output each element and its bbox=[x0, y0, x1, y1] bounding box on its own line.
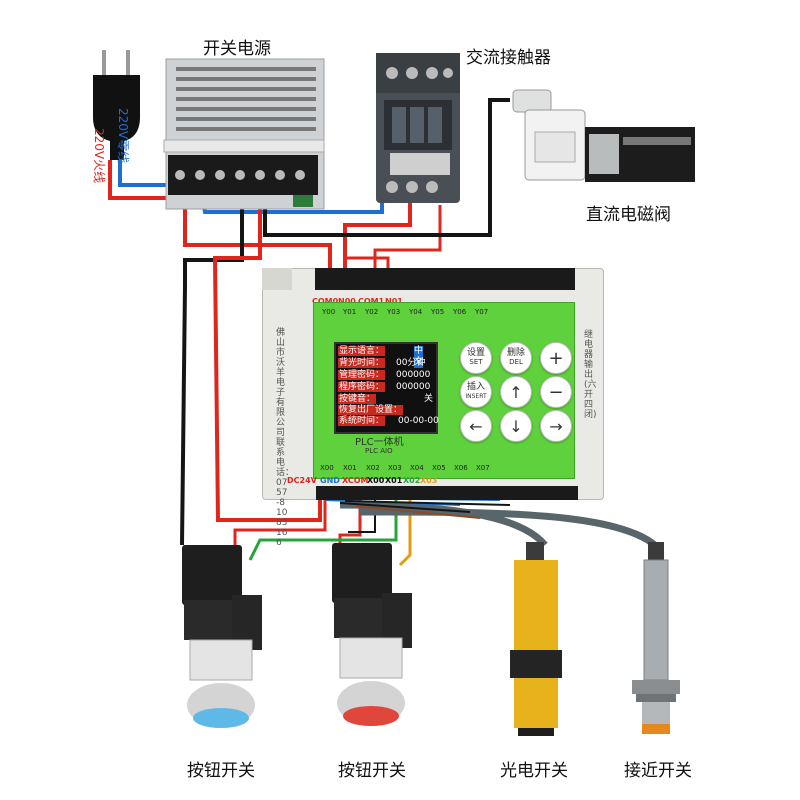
pin-y00: Y00 bbox=[322, 308, 336, 316]
terminal-xcom: XCOM bbox=[342, 476, 369, 485]
pin-x04: X04 bbox=[410, 464, 424, 472]
screen-row: 程序密码：000000 bbox=[338, 382, 431, 392]
live-label: 220V火线 bbox=[92, 128, 106, 184]
plc-title: PLC一体机 bbox=[355, 437, 404, 448]
up-arrow-button[interactable]: ↑ bbox=[500, 376, 532, 408]
proximity-switch-label: 接近开关 bbox=[624, 761, 692, 781]
input-terminal-strip bbox=[316, 486, 578, 500]
push-button-2-icon bbox=[332, 543, 412, 726]
pin-x00: X00 bbox=[320, 464, 334, 472]
black-wire-left bbox=[180, 175, 244, 546]
right-arrow-button[interactable]: → bbox=[540, 410, 572, 442]
down-arrow-button[interactable]: ↓ bbox=[500, 410, 532, 442]
pin-y07: Y07 bbox=[475, 308, 489, 316]
red-wire-dc24v bbox=[212, 175, 322, 522]
pin-x01: X01 bbox=[343, 464, 357, 472]
photoelectric-switch-icon bbox=[510, 542, 562, 736]
pin-y05: Y05 bbox=[431, 308, 445, 316]
screen-row: 恢复出厂设置： bbox=[338, 405, 404, 415]
pin-x06: X06 bbox=[454, 464, 468, 472]
pin-x07: X07 bbox=[476, 464, 490, 472]
terminal-dc24v: DC24V bbox=[287, 476, 317, 485]
terminal-x01: X01 bbox=[385, 476, 403, 485]
power-supply-icon bbox=[163, 58, 325, 210]
screen-header-value: 中文 bbox=[414, 346, 424, 368]
contactor-icon bbox=[376, 53, 460, 203]
power-plug-icon bbox=[93, 50, 140, 160]
black-wire-solenoid bbox=[263, 98, 510, 237]
screen-row: 按键音：关 bbox=[338, 394, 434, 404]
screen-header-key: 显示语言： bbox=[338, 346, 386, 356]
plc-right-side-text: 继电器输出(六开四闭) bbox=[584, 330, 597, 420]
photo-switch-label: 光电开关 bbox=[500, 761, 568, 781]
live-wire-plc bbox=[183, 198, 332, 268]
minus-button[interactable]: − bbox=[540, 376, 572, 408]
left-arrow-button[interactable]: ← bbox=[460, 410, 492, 442]
plus-button[interactable]: + bbox=[540, 342, 572, 374]
solenoid-valve-icon bbox=[512, 89, 695, 182]
terminal-x03: X03 bbox=[420, 476, 438, 485]
button1-label: 按钮开关 bbox=[187, 761, 255, 781]
pin-x05: X05 bbox=[432, 464, 446, 472]
pin-x02: X02 bbox=[366, 464, 380, 472]
button2-label: 按钮开关 bbox=[338, 761, 406, 781]
terminal-com0: COM0 bbox=[312, 297, 338, 306]
solenoid-valve-label: 直流电磁阀 bbox=[586, 205, 671, 225]
pin-y03: Y03 bbox=[387, 308, 401, 316]
terminal-n00: N00 bbox=[338, 297, 356, 306]
proximity-switch-icon bbox=[632, 542, 680, 734]
red-wire-button1 bbox=[233, 490, 327, 555]
plc-left-side-text: 佛山市沃羊电子有限公司 联系电话：0757-81083166 bbox=[276, 328, 295, 548]
terminal-n01: N01 bbox=[385, 297, 403, 306]
pin-y06: Y06 bbox=[453, 308, 467, 316]
screen-row: 管理密码：000000 bbox=[338, 370, 431, 380]
pin-y01: Y01 bbox=[343, 308, 357, 316]
push-button-1-icon bbox=[182, 545, 262, 728]
terminal-x00: X00 bbox=[367, 476, 385, 485]
screen-row: 系统时间：00-00-00 bbox=[338, 416, 439, 426]
terminal-gnd: GND bbox=[320, 476, 340, 485]
terminal-x02: X02 bbox=[403, 476, 421, 485]
power-supply-label: 开关电源 bbox=[203, 39, 271, 59]
plc-subtitle: PLC AIO bbox=[365, 447, 393, 455]
pin-y04: Y04 bbox=[409, 308, 423, 316]
pin-x03: X03 bbox=[388, 464, 402, 472]
screen-row: 背光时间：00分钟 bbox=[338, 358, 426, 368]
screen-header: 显示语言： 中文 bbox=[338, 346, 424, 368]
pin-y02: Y02 bbox=[365, 308, 379, 316]
neutral-label: 220V零线 bbox=[116, 108, 130, 164]
terminal-com1: COM1 bbox=[358, 297, 384, 306]
mount-hole-tl bbox=[262, 268, 292, 290]
output-terminal-strip bbox=[315, 268, 575, 290]
contactor-label: 交流接触器 bbox=[466, 48, 551, 68]
lcd-screen: 显示语言： 中文 背光时间：00分钟 管理密码：000000 程序密码：0000… bbox=[334, 342, 439, 434]
red-wire-contactor bbox=[343, 195, 412, 268]
red-wire-n01 bbox=[345, 256, 390, 268]
